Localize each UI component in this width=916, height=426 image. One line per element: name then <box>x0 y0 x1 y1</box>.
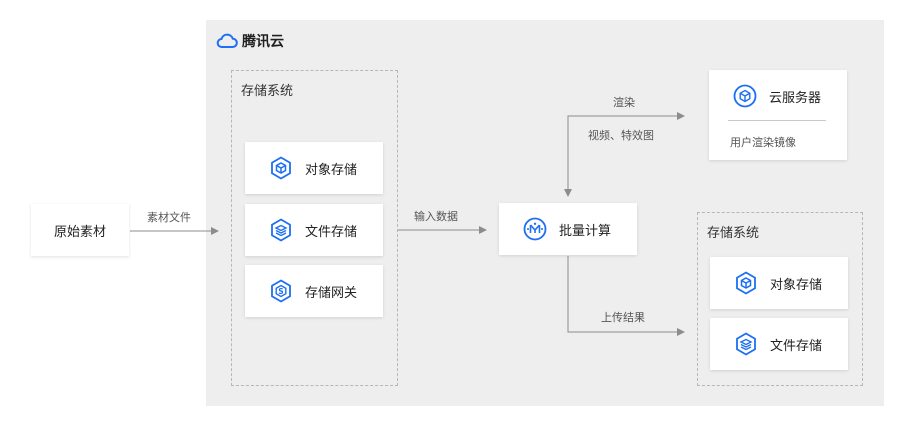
source-label: 原始素材 <box>53 224 106 240</box>
service-object-storage-right[interactable]: 对象存储 <box>710 257 848 309</box>
service-file-storage[interactable]: 文件存储 <box>245 204 383 256</box>
storage-gateway-icon: S <box>271 279 291 303</box>
brand: 腾讯云 <box>216 30 284 52</box>
edge-label-render: 渲染 <box>613 96 635 109</box>
storage-group-left <box>231 70 398 386</box>
svg-text:S: S <box>278 287 283 296</box>
service-storage-gateway[interactable]: S 存储网关 <box>245 265 383 317</box>
batch-compute-icon <box>523 217 547 241</box>
service-batch-compute[interactable]: 批量计算 <box>499 203 637 255</box>
edge-label-source-files: 素材文件 <box>147 211 191 224</box>
service-label: 批量计算 <box>559 223 612 239</box>
file-storage-icon <box>271 218 291 242</box>
brand-name: 腾讯云 <box>242 34 284 50</box>
object-storage-icon <box>736 271 756 295</box>
service-object-storage[interactable]: 对象存储 <box>245 142 383 194</box>
service-file-storage-right[interactable]: 文件存储 <box>710 318 848 370</box>
edge-label-input-data: 输入数据 <box>414 210 458 223</box>
service-label: 文件存储 <box>770 338 823 354</box>
service-label: 存储网关 <box>305 285 358 301</box>
storage-group-right <box>697 212 863 386</box>
edge-upload <box>567 256 685 336</box>
service-cloud-server[interactable]: 云服务器 用户渲染镜像 <box>709 70 847 160</box>
cloud-server-icon <box>733 84 757 108</box>
cloud-server-header: 云服务器 <box>733 84 821 108</box>
cloud-server-divider <box>728 120 826 121</box>
object-storage-icon <box>271 156 291 180</box>
source-card[interactable]: 原始素材 <box>31 204 129 256</box>
service-label: 云服务器 <box>769 90 822 106</box>
edge-label-render-output: 视频、特效图 <box>588 129 654 142</box>
tencent-cloud-logo-icon <box>216 33 238 48</box>
file-storage-icon <box>736 332 756 356</box>
storage-group-right-title: 存储系统 <box>707 226 760 241</box>
service-label: 对象存储 <box>305 162 358 178</box>
cloud-server-subtitle: 用户渲染镜像 <box>730 136 796 149</box>
service-label: 对象存储 <box>770 277 823 293</box>
storage-group-left-title: 存储系统 <box>241 84 294 99</box>
service-label: 文件存储 <box>305 224 358 240</box>
edge-label-upload: 上传结果 <box>601 311 645 324</box>
